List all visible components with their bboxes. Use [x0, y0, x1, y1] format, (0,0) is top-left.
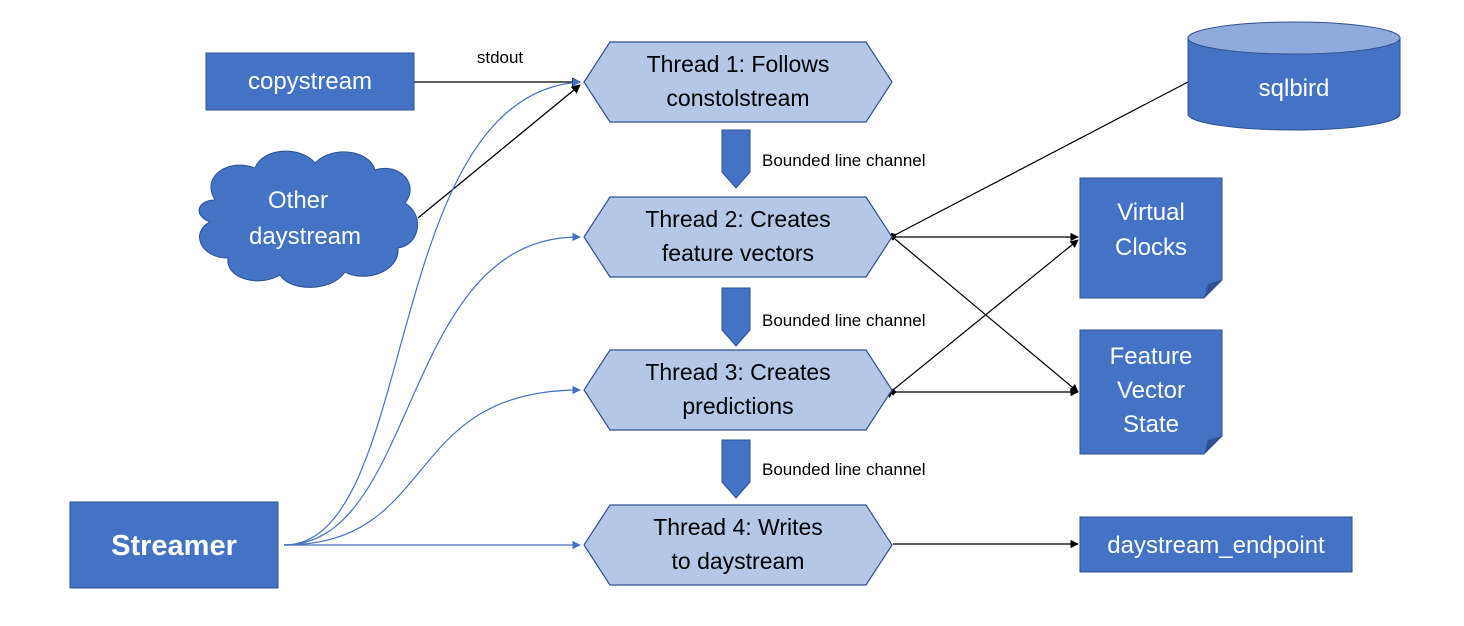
- channel-label-1: Bounded line channel: [762, 151, 926, 170]
- thread4-line1: Thread 4: Writes: [653, 514, 823, 540]
- thread2-line1: Thread 2: Creates: [645, 206, 830, 232]
- thread3-node: Thread 3: Creates predictions: [583, 349, 893, 431]
- daystream-endpoint-node: daystream_endpoint: [1079, 516, 1353, 573]
- thread2-node: Thread 2: Creates feature vectors: [583, 196, 893, 278]
- thread1-node: Thread 1: Follows constolstream: [583, 41, 893, 123]
- streamer-to-thread2-edge: [283, 232, 581, 546]
- thread2-line2: feature vectors: [662, 240, 814, 266]
- sqlbird-cylinder: sqlbird: [1187, 21, 1401, 131]
- stdout-label: stdout: [477, 48, 524, 67]
- thread1-line1: Thread 1: Follows: [647, 51, 830, 77]
- copystream-node: copystream: [205, 52, 415, 111]
- thread4-line2: to daystream: [672, 548, 805, 574]
- thread3-virtual-clocks-edge: [884, 239, 1079, 399]
- feature-state-line3: State: [1123, 411, 1179, 438]
- other-daystream-to-thread1-edge: [417, 84, 581, 219]
- streamer-label: Streamer: [111, 530, 237, 562]
- channel-arrow-2: Bounded line channel: [721, 287, 926, 347]
- endpoint-label: daystream_endpoint: [1107, 532, 1325, 559]
- feature-state-line2: Vector: [1117, 377, 1185, 404]
- thread3-line1: Thread 3: Creates: [645, 359, 830, 385]
- streamer-node: Streamer: [69, 501, 279, 589]
- virtual-clocks-note: Virtual Clocks: [1079, 177, 1223, 299]
- other-daystream-node: Other daystream: [198, 150, 419, 288]
- copystream-label: copystream: [248, 68, 372, 95]
- feature-state-line1: Feature: [1110, 343, 1193, 370]
- thread4-node: Thread 4: Writes to daystream: [583, 504, 893, 586]
- virtual-clocks-line2: Clocks: [1115, 234, 1187, 261]
- feature-vector-state-note: Feature Vector State: [1079, 329, 1223, 455]
- channel-label-2: Bounded line channel: [762, 311, 926, 330]
- streamer-to-thread3-edge: [283, 385, 581, 546]
- sqlbird-label: sqlbird: [1259, 75, 1330, 102]
- other-daystream-line1: Other: [268, 187, 328, 214]
- virtual-clocks-line1: Virtual: [1117, 199, 1185, 226]
- thread1-line2: constolstream: [666, 85, 809, 111]
- channel-arrow-3: Bounded line channel: [721, 439, 926, 499]
- thread3-line2: predictions: [682, 393, 793, 419]
- other-daystream-line2: daystream: [249, 223, 361, 250]
- channel-label-3: Bounded line channel: [762, 460, 926, 479]
- streamer-to-thread1-edge: [283, 78, 581, 546]
- sqlbird-to-thread2-edge: [889, 81, 1189, 240]
- channel-arrow-1: Bounded line channel: [721, 129, 926, 189]
